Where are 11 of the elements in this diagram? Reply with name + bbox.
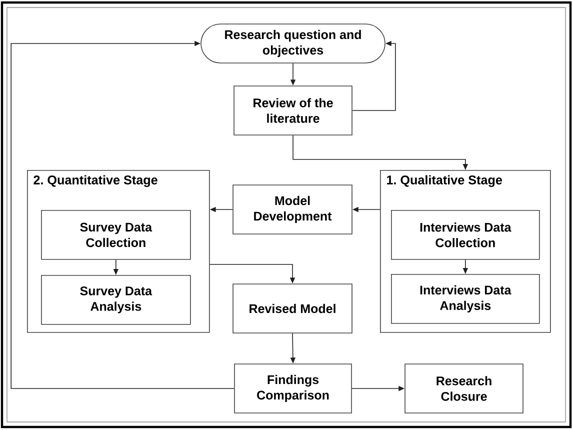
process-box: Interviews Data Analysis — [391, 274, 540, 324]
rounded-box: Research question and objectives — [200, 24, 386, 64]
process-box: Revised Model — [232, 284, 352, 334]
process-box: Model Development — [232, 184, 352, 234]
process-box: Interviews Data Collection — [391, 210, 540, 260]
arrow — [10, 40, 234, 389]
process-box: Survey Data Analysis — [41, 275, 191, 325]
process-box: Findings Comparison — [234, 364, 352, 414]
process-box: Research Closure — [404, 364, 524, 414]
process-box: Survey Data Collection — [41, 210, 191, 260]
process-box: Review of the literature — [234, 86, 352, 136]
